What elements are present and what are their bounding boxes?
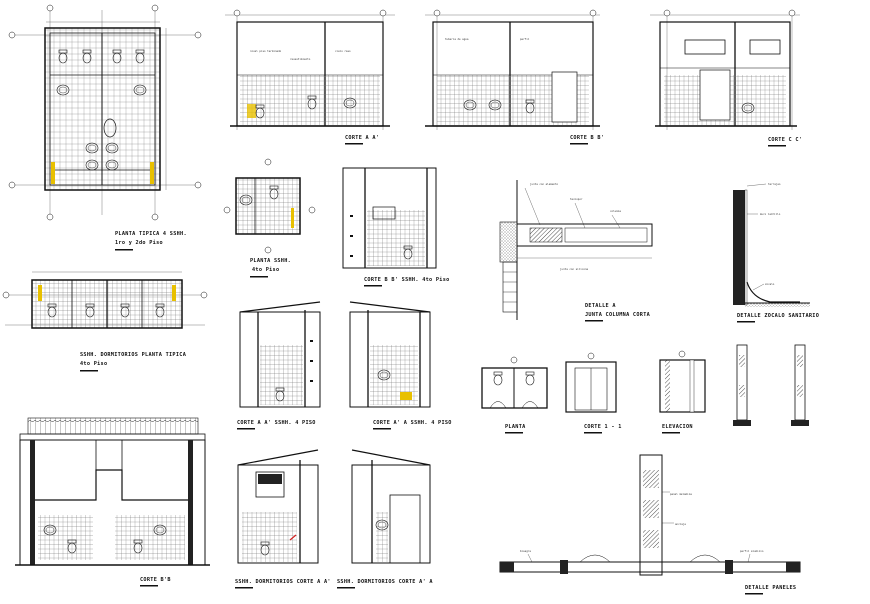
- plan-dormitory-subtitle: 4to Piso: [80, 361, 107, 367]
- elevation: ELEVACION: [659, 350, 706, 434]
- svg-text:nivel piso terminado: nivel piso terminado: [250, 49, 282, 53]
- section-1-1: CORTE 1 - 1: [565, 352, 622, 434]
- svg-text:perfil aluminio: perfil aluminio: [740, 549, 764, 553]
- detail-panels-title: DETALLE PANELES: [745, 585, 796, 591]
- section-aa-title: CORTE A A': [345, 135, 379, 141]
- svg-text:zocalo: zocalo: [765, 282, 775, 286]
- urinal-plan-title: PLANTA: [505, 424, 526, 430]
- svg-text:cielo raso: cielo raso: [335, 49, 351, 53]
- svg-text:panel melamina: panel melamina: [670, 492, 692, 496]
- plan-restroom-title: PLANTA SSHH.: [250, 258, 291, 264]
- detail-a-joint: junta con elemento tecnopor columna junta c…: [499, 180, 653, 322]
- door-highlight: [51, 162, 55, 184]
- section-aa-4th-b-title: CORTE A' A SSHH. 4 PISO: [373, 420, 452, 426]
- section-1-1-title: CORTE 1 - 1: [584, 424, 622, 430]
- plan-typical-subtitle: 1ro y 2do Piso: [115, 240, 163, 246]
- section-dormitory-aa-b: SSHH. DORMITORIOS CORTE A' A: [337, 449, 433, 589]
- svg-text:tarrajeo: tarrajeo: [768, 182, 781, 186]
- svg-text:junta con silicona: junta con silicona: [560, 267, 589, 271]
- section-dormitory-aa-b-title: SSHH. DORMITORIOS CORTE A' A: [337, 579, 433, 585]
- detail-sanitary-baseboard: tarrajeo muro ladrillo zocalo DETALLE ZOCA…: [733, 182, 819, 323]
- section-bb-bottom: CORTE B'B: [15, 417, 210, 587]
- svg-text:perfil: perfil: [520, 37, 530, 41]
- section-bb-4th-floor: CORTE B B' SSHH. 4to Piso: [342, 167, 450, 287]
- section-bb: tuberia de agua perfil CORTE B B': [425, 9, 604, 145]
- section-bb-title: CORTE B B': [570, 135, 604, 141]
- plan-restroom-subtitle: 4to Piso: [252, 267, 279, 273]
- svg-text:revestimiento: revestimiento: [290, 57, 311, 61]
- section-bb-4th-title: CORTE B B' SSHH. 4to Piso: [364, 277, 450, 283]
- section-cc: CORTE C C': [650, 9, 802, 147]
- urinal-plan: PLANTA: [481, 356, 548, 434]
- svg-text:anclaje: anclaje: [675, 522, 686, 526]
- section-dormitory-aa-title: SSHH. DORMITORIOS CORTE A A': [235, 579, 331, 585]
- plan-dormitory-title: SSHH. DORMITORIOS PLANTA TIPICA: [80, 352, 187, 358]
- svg-text:muro ladrillo: muro ladrillo: [760, 212, 781, 216]
- svg-text:bisagra: bisagra: [520, 549, 531, 553]
- detail-a-title: DETALLE A: [585, 303, 616, 309]
- plan-typical-title: PLANTA TIPICA 4 SSHH.: [115, 231, 187, 237]
- detail-a-subtitle: JUNTA COLUMNA CORTA: [585, 312, 651, 318]
- section-aa-4th-title: CORTE A A' SSHH. 4 PISO: [237, 420, 316, 426]
- svg-text:columna: columna: [610, 209, 621, 213]
- svg-text:tuberia de agua: tuberia de agua: [445, 37, 469, 41]
- section-aa: nivel piso terminado revestimiento cielo r…: [225, 9, 395, 145]
- section-aa-4th-floor-b: CORTE A' A SSHH. 4 PISO: [349, 301, 452, 430]
- plan-restroom-4th-floor: PLANTA SSHH. 4to Piso: [223, 158, 316, 278]
- svg-text:tecnopor: tecnopor: [570, 197, 583, 201]
- section-aa-4th-floor: CORTE A A' SSHH. 4 PISO: [237, 301, 321, 430]
- plan-typical-4-restrooms: PLANTA TIPICA 4 SSHH. 1ro y 2do Piso: [8, 4, 202, 251]
- detail-baseboard-title: DETALLE ZOCALO SANITARIO: [737, 313, 819, 319]
- elevation-title: ELEVACION: [662, 424, 693, 430]
- panel-section-details: [733, 344, 809, 426]
- plan-dormitory-restrooms: SSHH. DORMITORIOS PLANTA TIPICA 4to Piso: [2, 271, 208, 372]
- section-cc-title: CORTE C C': [768, 137, 802, 143]
- section-bb-bottom-title: CORTE B'B: [140, 577, 171, 583]
- svg-text:junta con elemento: junta con elemento: [530, 182, 559, 186]
- detail-panels: panel melamina anclaje bisagra perfil alumi…: [499, 454, 801, 595]
- section-dormitory-aa: SSHH. DORMITORIOS CORTE A A': [235, 449, 331, 589]
